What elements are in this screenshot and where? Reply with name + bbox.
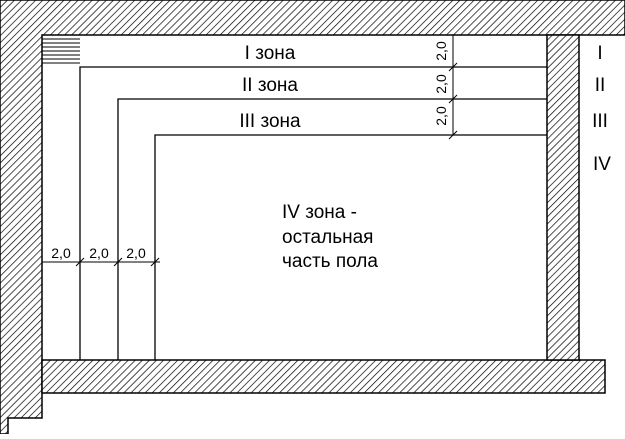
zone-4-label-line-3: часть пола	[282, 251, 378, 272]
side-label-3: III	[592, 111, 608, 132]
tick-mark	[150, 257, 160, 267]
floor-slab	[41, 359, 606, 394]
horizontal-dim-label-2: 2,0	[89, 245, 109, 261]
vertical-dimension	[448, 35, 458, 140]
edge-detail	[42, 38, 80, 64]
tick-mark	[75, 257, 85, 267]
side-label-2: II	[595, 75, 606, 96]
vertical-dim-label-1: 2,0	[433, 41, 449, 61]
zone-4-label-line-2: остальная	[282, 227, 373, 248]
tick-mark	[448, 62, 458, 72]
tick-mark	[448, 130, 458, 140]
zone-3-boundary	[154, 134, 547, 360]
right-inner-wall	[546, 34, 580, 361]
zone-2-label: II зона	[242, 75, 298, 96]
side-label-4: IV	[593, 154, 611, 175]
zone-1-label: I зона	[245, 43, 296, 64]
horizontal-dim-label-3: 2,0	[126, 245, 146, 261]
side-label-1: I	[597, 43, 602, 64]
tick-mark	[448, 94, 458, 104]
vertical-dim-label-3: 2,0	[433, 106, 449, 126]
zone-4-label-line-1: IV зона -	[282, 202, 357, 223]
vertical-dim-label-2: 2,0	[433, 74, 449, 94]
horizontal-dim-label-1: 2,0	[51, 245, 71, 261]
horizontal-dimension	[42, 257, 160, 267]
zone-2-boundary	[117, 98, 547, 360]
zone-3-label: III зона	[239, 111, 301, 132]
tick-mark	[113, 257, 123, 267]
